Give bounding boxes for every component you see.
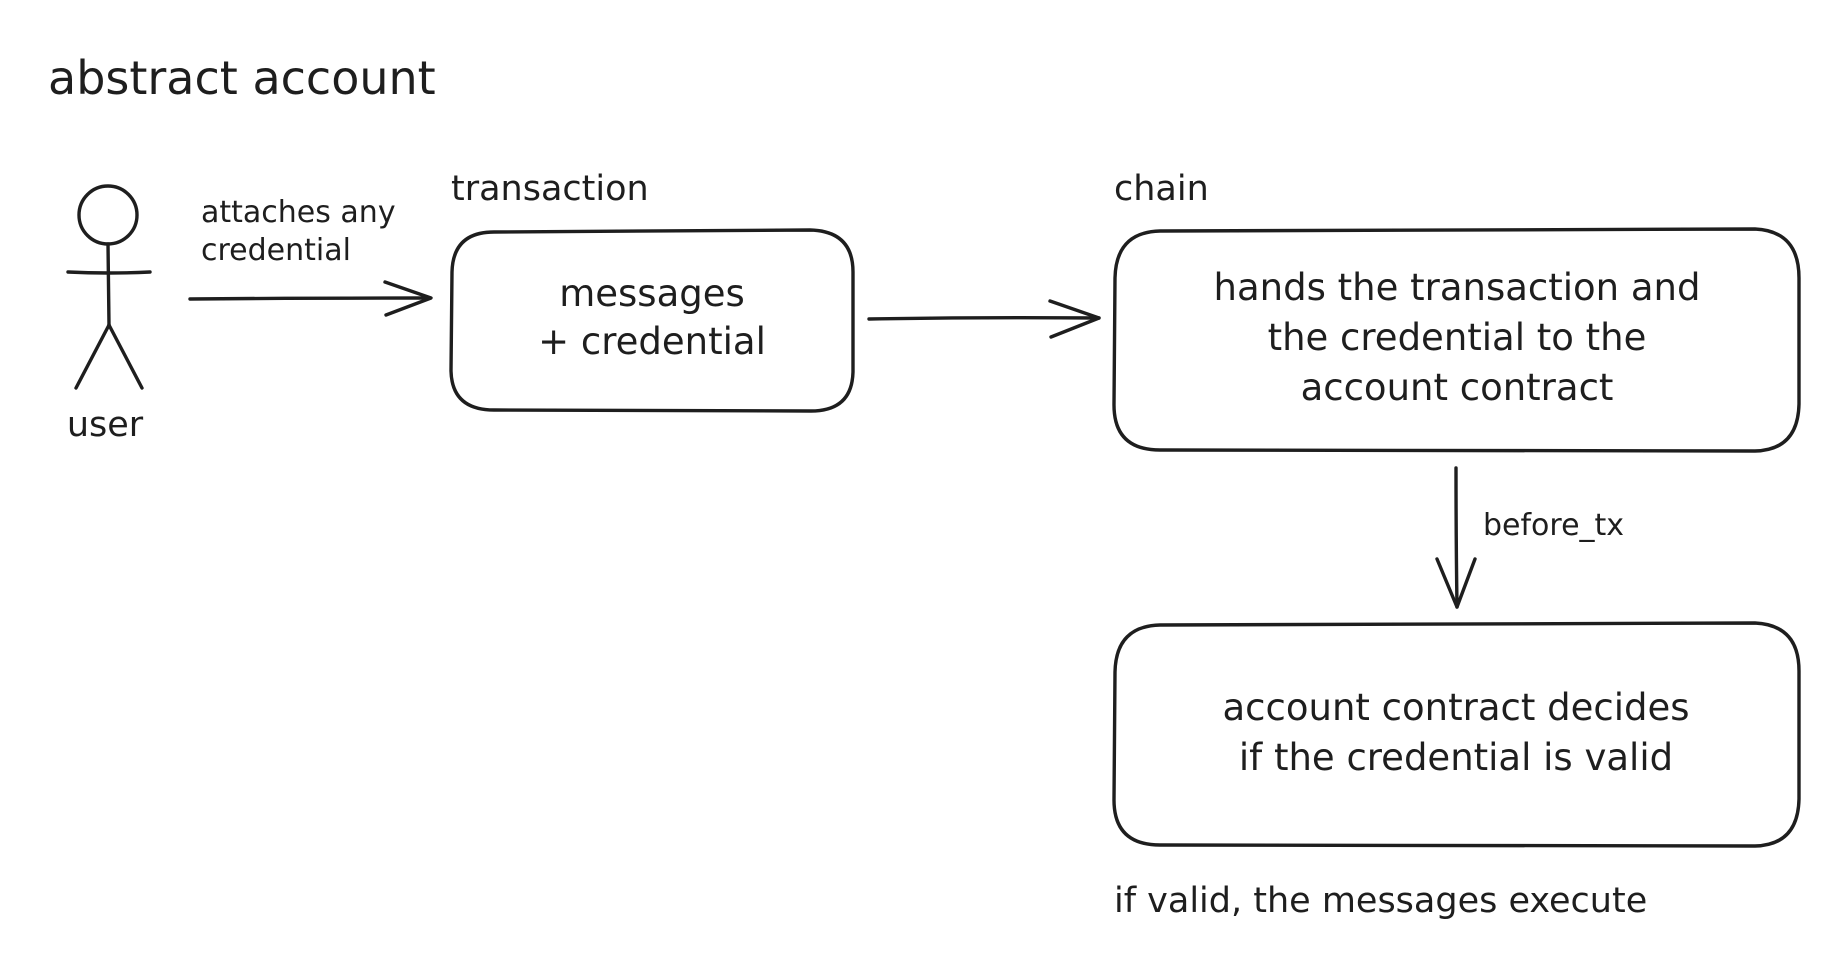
edge-chain-to-contract: before_tx	[1435, 466, 1624, 609]
node-transaction-line-1: messages	[559, 272, 745, 315]
node-chain-line-3: account contract	[1301, 366, 1614, 409]
node-transaction-box	[449, 228, 855, 413]
node-chain-line-1: hands the transaction and	[1214, 266, 1701, 309]
edge-label-line-2: credential	[201, 233, 351, 268]
node-account-contract-box	[1112, 621, 1801, 848]
node-transaction: transaction messages + credential	[449, 169, 855, 413]
edge-user-to-transaction: attaches any credential	[188, 195, 433, 317]
user-actor: user	[66, 184, 152, 445]
node-chain: chain hands the transaction and the cred…	[1112, 169, 1801, 453]
diagram-title: abstract account	[48, 51, 436, 105]
node-chain-box	[1112, 227, 1801, 453]
arrowhead-icon	[383, 280, 433, 317]
node-chain-line-2: the credential to the	[1268, 316, 1647, 359]
node-transaction-caption: transaction	[451, 169, 649, 209]
node-account-contract: account contract decides if the credenti…	[1112, 621, 1801, 848]
arrow-shaft	[188, 296, 432, 301]
user-label: user	[67, 405, 144, 445]
node-account-contract-line-2: if the credential is valid	[1239, 736, 1673, 779]
edge-label-before-tx: before_tx	[1483, 508, 1624, 543]
edge-transaction-to-chain	[867, 299, 1101, 339]
arrowhead-icon	[1048, 299, 1101, 339]
edge-label-line-1: attaches any	[201, 195, 396, 230]
arrow-shaft	[867, 315, 1101, 321]
node-chain-caption: chain	[1114, 169, 1209, 209]
arrowhead-icon	[1435, 557, 1477, 609]
stick-figure-icon	[66, 184, 152, 390]
footer-note: if valid, the messages execute	[1114, 881, 1647, 921]
node-transaction-line-2: + credential	[538, 320, 766, 363]
node-account-contract-line-1: account contract decides	[1223, 686, 1690, 729]
arrow-shaft	[1454, 466, 1459, 609]
